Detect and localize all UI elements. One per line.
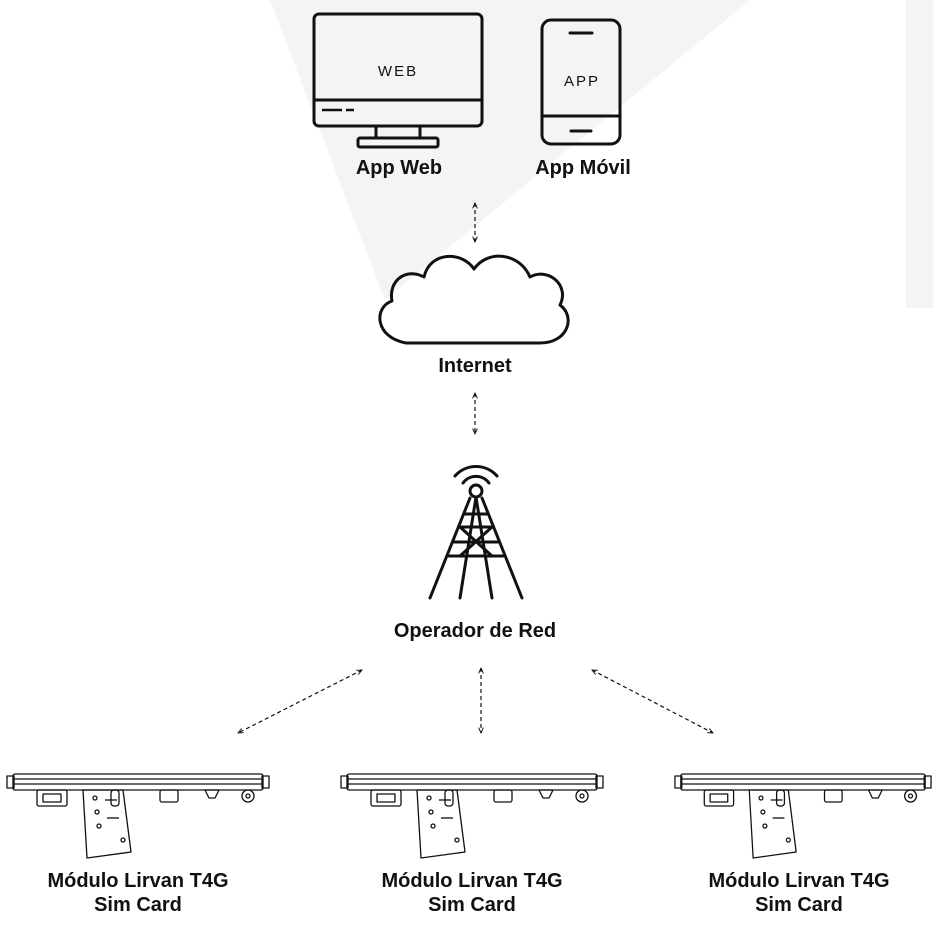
module-1-subtitle: Sim Card xyxy=(94,894,182,916)
light-bar-module-icon xyxy=(340,773,604,859)
module-3-subtitle: Sim Card xyxy=(755,894,843,916)
connector-operator-module-1 xyxy=(238,670,362,733)
desktop-monitor-icon: WEB xyxy=(312,12,484,149)
app-web-label: App Web xyxy=(355,157,443,179)
connector-operator-module-3 xyxy=(592,670,713,733)
module-2-subtitle: Sim Card xyxy=(428,894,516,916)
light-bar-module-icon xyxy=(674,773,932,859)
app-movil-label: App Móvil xyxy=(535,157,631,179)
module-3-title: Módulo Lirvan T4G xyxy=(708,870,890,892)
internet-label: Internet xyxy=(438,355,512,377)
cell-tower-icon xyxy=(428,465,524,600)
smartphone-icon: APP xyxy=(540,18,622,146)
app-screen-text: APP xyxy=(564,73,600,90)
operador-red-label: Operador de Red xyxy=(393,620,557,642)
web-screen-text: WEB xyxy=(378,63,418,80)
light-bar-module-icon xyxy=(6,773,270,859)
module-2-title: Módulo Lirvan T4G xyxy=(381,870,563,892)
module-1-title: Módulo Lirvan T4G xyxy=(47,870,229,892)
cloud-icon xyxy=(378,254,570,345)
